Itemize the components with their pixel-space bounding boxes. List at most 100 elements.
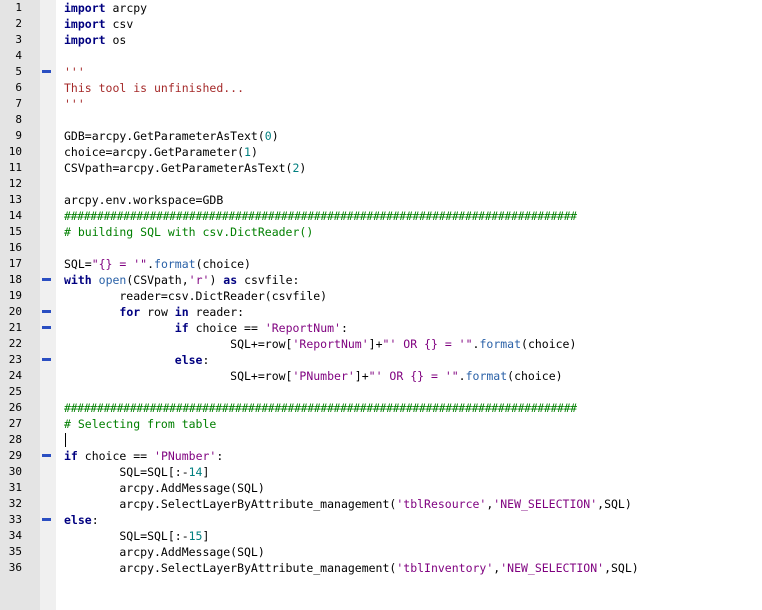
line-number: 2 [15, 17, 22, 30]
code-line[interactable]: 15# building SQL with csv.DictReader() [0, 224, 762, 240]
code-token: "' OR {} = '" [382, 337, 473, 351]
code-token: import [64, 17, 106, 31]
code-token: 'tblInventory' [396, 561, 494, 575]
code-line[interactable]: 25 [0, 384, 762, 400]
fold-margin [40, 0, 56, 610]
code-token: SQL=SQL[:- [64, 465, 189, 479]
code-line[interactable]: 12 [0, 176, 762, 192]
code-line[interactable]: 14######################################… [0, 208, 762, 224]
code-token: CSVpath=arcpy.GetParameterAsText( [64, 161, 293, 175]
line-code: SQL=SQL[:-14] [64, 464, 209, 480]
fold-collapse-icon[interactable] [42, 70, 51, 73]
code-line[interactable]: 34 SQL=SQL[:-15] [0, 528, 762, 544]
code-token: in [174, 305, 189, 319]
code-token: if [64, 449, 78, 463]
code-line[interactable]: 36 arcpy.SelectLayerByAttribute_manageme… [0, 560, 762, 576]
code-token: ,SQL) [597, 497, 632, 511]
code-token: arcpy [105, 1, 148, 15]
code-line[interactable]: 5 ''' [0, 64, 762, 80]
line-code: arcpy.SelectLayerByAttribute_management(… [64, 560, 638, 576]
code-token: row [140, 305, 175, 319]
text-cursor [65, 433, 66, 447]
code-token: , [493, 561, 501, 575]
code-line[interactable]: 32 arcpy.SelectLayerByAttribute_manageme… [0, 496, 762, 512]
fold-collapse-icon[interactable] [42, 358, 51, 361]
code-token: open [98, 273, 127, 287]
line-code: This tool is unfinished... [64, 80, 244, 96]
code-line[interactable]: 21 if choice == 'ReportNum': [0, 320, 762, 336]
line-number: 29 [8, 449, 22, 462]
line-number: 35 [8, 545, 22, 558]
code-token: arcpy.SelectLayerByAttribute_management( [64, 497, 397, 511]
code-token: (choice) [195, 257, 251, 271]
code-token: : [202, 353, 210, 367]
code-line[interactable]: 31 arcpy.AddMessage(SQL) [0, 480, 762, 496]
line-number: 5 [15, 65, 22, 78]
line-code: arcpy.AddMessage(SQL) [64, 480, 264, 496]
line-number: 36 [8, 561, 22, 574]
line-code: arcpy.AddMessage(SQL) [64, 544, 265, 560]
fold-collapse-icon[interactable] [42, 310, 51, 313]
code-token: csvfile: [237, 273, 300, 287]
code-line[interactable]: 27# Selecting from table [0, 416, 762, 432]
code-line[interactable]: 19 reader=csv.DictReader(csvfile) [0, 288, 762, 304]
code-line[interactable]: 2 import csv [0, 16, 762, 32]
line-number: 1 [15, 1, 22, 14]
line-code: else: [64, 352, 210, 368]
code-token: "' OR {} = '" [368, 369, 459, 383]
line-code: with open(CSVpath,'r') as csvfile: [64, 272, 299, 288]
fold-collapse-icon[interactable] [42, 278, 51, 281]
fold-collapse-icon[interactable] [42, 326, 51, 329]
line-number: 13 [8, 193, 22, 206]
code-line[interactable]: 22 SQL+=row['ReportNum']+"' OR {} = '".f… [0, 336, 762, 352]
code-line[interactable]: 35 arcpy.AddMessage(SQL) [0, 544, 762, 560]
code-line[interactable]: 24 SQL+=row['PNumber']+"' OR {} = '".for… [0, 368, 762, 384]
code-token: arcpy.SelectLayerByAttribute_management( [64, 561, 397, 575]
line-number: 14 [8, 209, 22, 222]
code-token: 'ReportNum' [264, 321, 341, 335]
code-line[interactable]: 4 [0, 48, 762, 64]
code-line[interactable]: 20 for row in reader: [0, 304, 762, 320]
code-line[interactable]: 26######################################… [0, 400, 762, 416]
line-code: import csv [64, 16, 133, 32]
code-line[interactable]: 8 [0, 112, 762, 128]
fold-collapse-icon[interactable] [42, 454, 51, 457]
code-line[interactable]: 30 SQL=SQL[:-14] [0, 464, 762, 480]
code-line[interactable]: 7''' [0, 96, 762, 112]
line-code: # building SQL with csv.DictReader() [64, 224, 313, 240]
code-token: os [105, 33, 127, 47]
line-code: ########################################… [64, 400, 577, 416]
line-code: if choice == 'ReportNum': [64, 320, 348, 336]
code-token: ''' [64, 65, 85, 79]
line-code: SQL+=row['PNumber']+"' OR {} = '".format… [64, 368, 562, 384]
line-code: choice=arcpy.GetParameter(1) [64, 144, 258, 160]
code-token: 14 [188, 465, 203, 479]
line-number: 9 [15, 129, 22, 142]
code-token: "{} = '" [91, 257, 148, 271]
code-token: for [119, 305, 141, 319]
code-token: reader=csv.DictReader(csvfile) [64, 289, 328, 303]
code-token: arcpy.AddMessage(SQL) [64, 545, 265, 559]
code-line[interactable]: 23 else: [0, 352, 762, 368]
code-line[interactable]: 28 [0, 432, 762, 448]
line-number: 31 [8, 481, 22, 494]
code-token: 'r' [188, 273, 210, 287]
code-token: csv [105, 17, 134, 31]
line-number: 16 [8, 241, 22, 254]
code-line[interactable]: 16 [0, 240, 762, 256]
fold-collapse-icon[interactable] [42, 518, 51, 521]
code-token: , [486, 497, 494, 511]
